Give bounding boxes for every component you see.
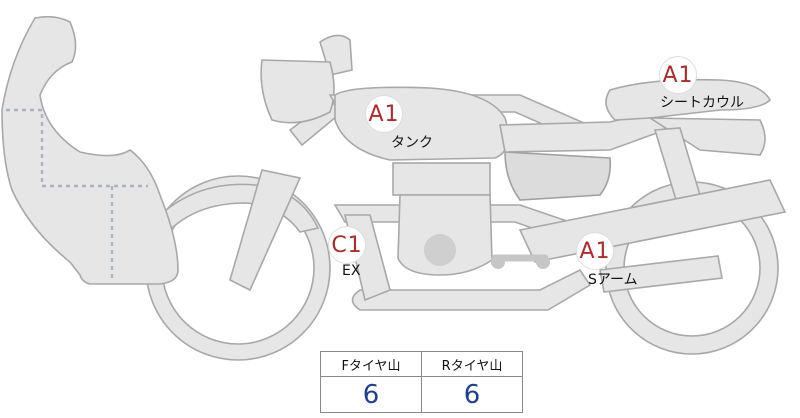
exhaust-label: EX (342, 263, 361, 279)
engine-head (392, 162, 491, 196)
fairing-panel-line (6, 108, 148, 188)
tire-table-header-row: Fタイヤ山 Rタイヤ山 (320, 351, 523, 377)
seat-cowl-grade-badge[interactable]: A1 (659, 56, 697, 94)
swing-arm-grade-badge[interactable]: A1 (576, 232, 614, 270)
engine-cover (424, 234, 456, 266)
seat-cowl-label: シートカウル (660, 95, 744, 111)
front-fairing (1, 15, 179, 285)
rear-tire-value: 6 (421, 376, 523, 413)
front-fork (229, 169, 302, 292)
exhaust-pipe (351, 268, 592, 311)
side-cover (504, 151, 612, 201)
rear-tire-header: Rタイヤ山 (421, 351, 523, 377)
tail-section (647, 117, 766, 156)
tire-table-value-row: 6 6 (320, 376, 523, 413)
swing-arm-label: Sアーム (588, 272, 638, 288)
footpeg-left (491, 255, 505, 269)
footpeg-right (536, 255, 550, 269)
tank-grade-badge[interactable]: A1 (365, 95, 403, 133)
exhaust-grade-badge[interactable]: C1 (328, 226, 366, 264)
headlight-cowl (260, 59, 335, 124)
front-tire-value: 6 (320, 376, 422, 413)
chain-guard (599, 255, 723, 293)
front-tire-header: Fタイヤ山 (320, 351, 422, 377)
tank-label: タンク (391, 135, 433, 151)
tire-tread-table: Fタイヤ山 Rタイヤ山 6 6 (320, 351, 523, 413)
